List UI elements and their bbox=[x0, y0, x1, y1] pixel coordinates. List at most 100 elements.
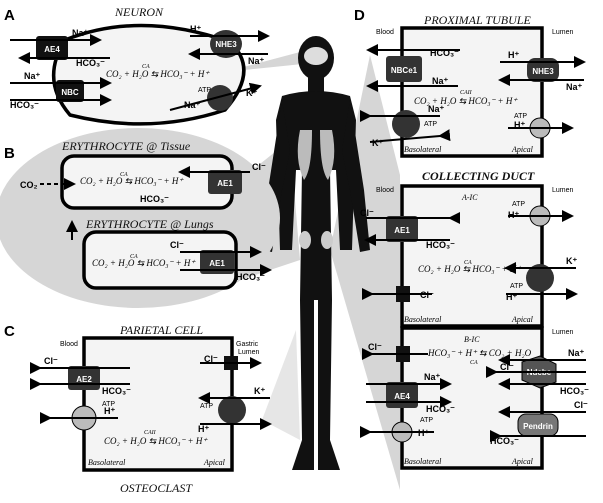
a-ic-cell bbox=[400, 184, 544, 328]
hk-atpase-a-ic bbox=[526, 264, 554, 292]
ion-hco3: HCO₃⁻ bbox=[426, 240, 455, 250]
ion-h: H⁺ bbox=[198, 424, 209, 434]
proximal-tubule-title: PROXIMAL TUBULE bbox=[423, 13, 531, 27]
pt-ca: CAII bbox=[460, 90, 473, 96]
ion-na: Na⁺ bbox=[248, 56, 265, 66]
a-ic-ca: CA bbox=[464, 260, 472, 266]
erythrocyte-lungs-title: ERYTHROCYTE @ Lungs bbox=[85, 217, 214, 231]
atp-label: ATP bbox=[424, 121, 437, 128]
ion-k: K⁺ bbox=[246, 88, 257, 98]
atp-label: ATP bbox=[514, 113, 527, 120]
ion-cl: Cl⁻ bbox=[252, 162, 266, 172]
tissue-equation: CO₂ + H₂O ⇆ HCO₃⁻ + H⁺ bbox=[80, 176, 184, 186]
ae4-b-ic-label: AE4 bbox=[394, 392, 410, 401]
ion-h: H⁺ bbox=[418, 428, 429, 438]
hk-atpase bbox=[218, 396, 246, 424]
parietal-equation: CO₂ + H₂O ⇆ HCO₃⁻ + H⁺ bbox=[104, 436, 208, 446]
ion-cl: Cl⁻ bbox=[500, 362, 514, 372]
ion-h: H⁺ bbox=[508, 50, 519, 60]
atpase-pump bbox=[207, 85, 233, 111]
atp-label: ATP bbox=[420, 417, 433, 424]
blood-label: Blood bbox=[376, 29, 394, 36]
parietal-ca: CAII bbox=[144, 430, 157, 436]
ion-na: Na⁺ bbox=[566, 82, 583, 92]
lumen-label: Lumen bbox=[552, 187, 574, 194]
ion-k: K⁺ bbox=[372, 138, 383, 148]
atp-label: ATP bbox=[510, 283, 523, 290]
ion-cl: Cl⁻ bbox=[204, 354, 218, 364]
wedge-kidney bbox=[330, 55, 400, 490]
ion-h: H⁺ bbox=[104, 406, 115, 416]
b-ic-label: B-IC bbox=[464, 335, 480, 344]
ion-h: H⁺ bbox=[506, 292, 517, 302]
ion-cl: Cl⁻ bbox=[170, 240, 184, 250]
ion-h: H⁺ bbox=[190, 24, 201, 34]
ae1-lungs-label: AE1 bbox=[209, 259, 225, 268]
tissue-ca: CA bbox=[120, 172, 128, 178]
ion-h: H⁺ bbox=[514, 120, 525, 130]
neuron-equation: CO₂ + H₂O ⇆ HCO₃⁻ + H⁺ bbox=[106, 69, 210, 79]
ion-cl: Cl⁻ bbox=[420, 290, 434, 300]
b-ic-cell bbox=[400, 326, 544, 470]
nbc-label: NBC bbox=[61, 88, 79, 97]
basolateral-label: Basolateral bbox=[88, 458, 126, 467]
ae4-transporter bbox=[36, 36, 68, 60]
wedge-neuron bbox=[225, 52, 322, 72]
atp-label: ATP bbox=[198, 87, 211, 94]
lumen-label: Lumen bbox=[552, 29, 574, 36]
ae2-label: AE2 bbox=[76, 375, 92, 384]
nhe3-pt-exchanger bbox=[527, 58, 559, 82]
apical-label: Apical bbox=[511, 315, 534, 324]
b-ic-ca: CA bbox=[470, 360, 478, 366]
neuron-ca: CA bbox=[142, 64, 150, 70]
ion-hco3: HCO₃⁻ bbox=[76, 58, 105, 68]
atp-label: ATP bbox=[512, 201, 525, 208]
ion-cl: Cl⁻ bbox=[368, 342, 382, 352]
panel-letter-a: A bbox=[4, 7, 15, 24]
ae1-lungs-transporter bbox=[200, 250, 234, 274]
ion-cl: Cl⁻ bbox=[44, 356, 58, 366]
nbc-transporter bbox=[56, 80, 84, 102]
nak-atpase-pt bbox=[392, 110, 420, 138]
ion-hco3: HCO₃⁻ bbox=[102, 386, 131, 396]
panel-letter-d: D bbox=[354, 7, 365, 24]
lumen-label: Lumen bbox=[238, 349, 260, 356]
basolateral-label: Basolateral bbox=[404, 457, 442, 466]
ion-hco3: HCO₃⁻ bbox=[430, 48, 459, 58]
panel-letter-c: C bbox=[4, 323, 15, 340]
panel-letter-b: B bbox=[4, 145, 15, 162]
erythrocyte-tissue-title: ERYTHROCYTE @ Tissue bbox=[61, 139, 191, 153]
ae1-tissue-transporter bbox=[208, 170, 242, 194]
ion-cl: Cl⁻ bbox=[574, 400, 588, 410]
nhe3-label: NHE3 bbox=[215, 40, 237, 49]
lungs-ca: CA bbox=[130, 254, 138, 260]
human-body-silhouette bbox=[262, 36, 370, 470]
ion-na: Na⁺ bbox=[432, 76, 449, 86]
ion-hco3: HCO₃⁻ bbox=[236, 272, 265, 282]
osteoclast-title: OSTEOCLAST bbox=[120, 481, 193, 495]
pendrin-label: Pendrin bbox=[523, 422, 553, 431]
ion-hco3: HCO₃⁻ bbox=[426, 404, 455, 414]
parietal-cell bbox=[82, 336, 234, 472]
neuron-title: NEURON bbox=[114, 5, 164, 19]
ion-na: Na⁺ bbox=[24, 71, 41, 81]
ion-hco3: HCO₃⁻ bbox=[490, 436, 519, 446]
ion-na: Na⁺ bbox=[428, 104, 445, 114]
ae1-a-ic-label: AE1 bbox=[394, 226, 410, 235]
erythrocyte-lungs-cell bbox=[82, 230, 238, 290]
ion-na: Na⁺ bbox=[184, 100, 201, 110]
ion-hco3: HCO₃⁻ bbox=[10, 100, 39, 110]
parietal-title: PARIETAL CELL bbox=[119, 323, 203, 337]
atp-label: ATP bbox=[102, 401, 115, 408]
ion-na: Na⁺ bbox=[424, 372, 441, 382]
nbce1-label: NBCe1 bbox=[391, 66, 418, 75]
basolateral-label: Basolateral bbox=[404, 315, 442, 324]
blood-label: Blood bbox=[376, 187, 394, 194]
ion-cl: Cl⁻ bbox=[360, 208, 374, 218]
nhe3-pt-label: NHE3 bbox=[532, 67, 554, 76]
ion-na: Na⁺ bbox=[72, 28, 89, 38]
apical-label: Apical bbox=[511, 145, 534, 154]
ion-k: K⁺ bbox=[566, 256, 577, 266]
nbce1-transporter bbox=[386, 56, 422, 82]
